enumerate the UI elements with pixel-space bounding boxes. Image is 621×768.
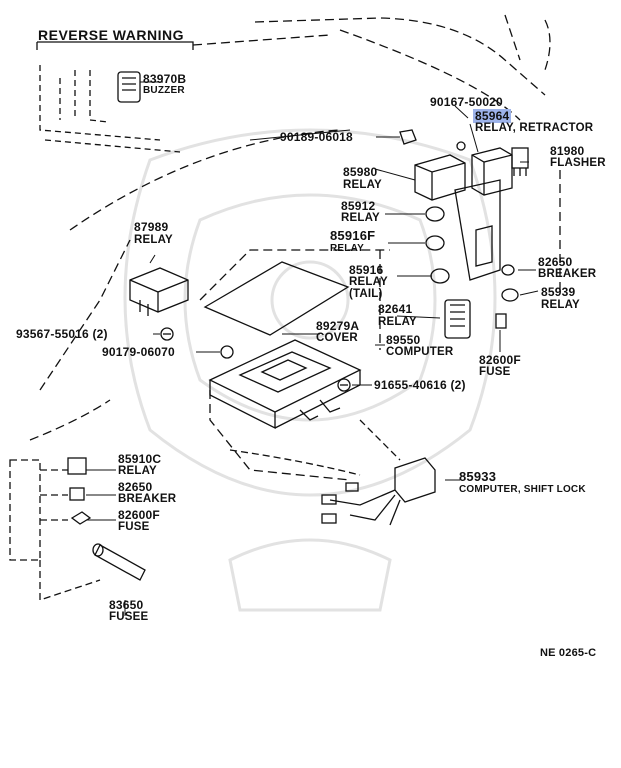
part-85912-number: 85912: [341, 199, 376, 213]
section-title: REVERSE WARNING: [38, 27, 184, 43]
part-85916-note: (TAIL): [349, 288, 383, 300]
part-85910C-name: RELAY: [118, 465, 157, 477]
part-82650-lower-number: 82650: [118, 480, 153, 494]
part-89279A-number: 89279A: [316, 319, 360, 333]
fusee-83650-shape: [92, 543, 146, 581]
part-82650-number: 82650: [538, 255, 573, 269]
computer-89550-shape: [208, 339, 362, 430]
part-81980-name: FLASHER: [550, 157, 606, 169]
fuse-82600F-shape: [495, 313, 507, 329]
part-83650-number: 83650: [109, 598, 144, 612]
relay-85910C-shape: [67, 457, 87, 475]
flasher-shape: [511, 147, 529, 176]
part-82650-lower-name: BREAKER: [118, 493, 177, 505]
relay-cans: [425, 206, 519, 302]
part-87989-name: RELAY: [134, 234, 173, 246]
part-85939-name: RELAY: [541, 299, 580, 311]
watermark-emblem: [123, 128, 497, 612]
bolt-91655-shape: [337, 378, 351, 392]
part-83970B-name: BUZZER: [143, 85, 185, 96]
relay-82641-shape: [444, 299, 471, 339]
part-82600F-lower-number: 82600F: [118, 508, 160, 522]
relay-85964-shape: [471, 147, 513, 196]
part-85933-number: 85933: [459, 469, 497, 484]
part-85980-number: 85980: [343, 165, 378, 179]
screw-93567-shape: [160, 327, 174, 341]
nut-90179-shape: [220, 345, 234, 359]
diagram-code: NE 0265-C: [540, 647, 597, 659]
part-85916-number: 85916: [349, 263, 384, 277]
part-85980-name: RELAY: [343, 179, 382, 191]
inset-dash-panel: [39, 65, 181, 153]
part-83650-name: FUSEE: [109, 611, 149, 623]
part-85916F-number: 85916F: [330, 228, 376, 243]
screw-90189-shape: [399, 129, 417, 145]
part-85916-name: RELAY: [349, 276, 388, 288]
part-85933-name: COMPUTER, SHIFT LOCK: [459, 484, 586, 495]
part-81980-number: 81980: [550, 144, 585, 158]
part-90179-number: 90179-06070: [102, 345, 175, 359]
part-82650-name: BREAKER: [538, 268, 597, 280]
part-89550-number: 89550: [386, 333, 421, 347]
part-82641-name: RELAY: [378, 316, 417, 328]
part-82600F-number: 82600F: [479, 353, 521, 367]
part-85964-number: 85964: [473, 109, 512, 123]
inset-bracket: [36, 41, 194, 50]
dashboard-outline: [29, 14, 561, 481]
junction-bracket: [454, 179, 501, 281]
part-93567-number: 93567-55016 (2): [16, 327, 108, 341]
part-85964-name: RELAY, RETRACTOR: [475, 122, 594, 134]
part-89550-name: COMPUTER: [386, 346, 454, 358]
bolt-90167-shape: [456, 141, 466, 151]
cover-sheet: [203, 261, 350, 336]
part-82641-number: 82641: [378, 302, 413, 316]
part-90167-number: 90167-50020: [430, 95, 503, 109]
part-82600F-lower-name: FUSE: [118, 521, 150, 533]
part-91655-number: 91655-40616 (2): [374, 378, 466, 392]
part-82600F-name: FUSE: [479, 366, 511, 378]
part-83970B-number: 83970B: [143, 72, 187, 86]
part-87989-number: 87989: [134, 220, 169, 234]
fuse-82600F-lower-shape: [70, 511, 92, 525]
part-90189-number: 90189-06018: [280, 130, 353, 144]
buzzer-shape: [117, 71, 141, 103]
lower-dash-lines: [9, 419, 401, 601]
leader-lines: [86, 81, 539, 616]
part-85912-name: RELAY: [341, 212, 380, 224]
relay-87989-shape: [129, 267, 189, 316]
computer-85933-shape: [321, 457, 436, 526]
part-85910C-number: 85910C: [118, 452, 162, 466]
breaker-82650-shape: [69, 487, 85, 501]
relay-85980-shape: [414, 154, 466, 201]
part-85916F-name: RELAY: [330, 243, 364, 254]
part-89279A-name: COVER: [316, 332, 358, 344]
part-85939-number: 85939: [541, 285, 576, 299]
